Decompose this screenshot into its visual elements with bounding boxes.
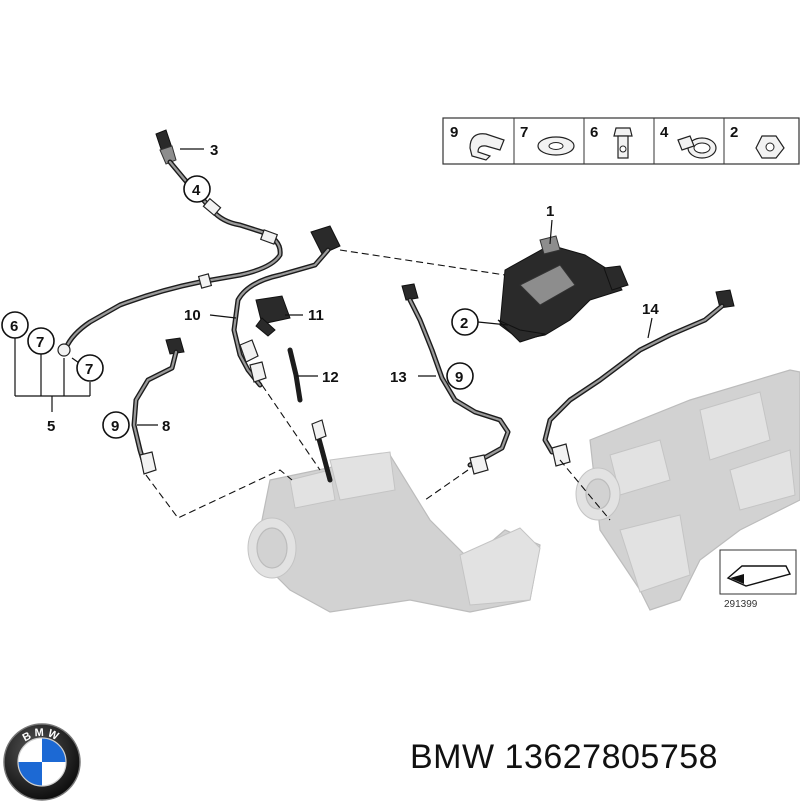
brand-part-caption: BMW 13627805758: [410, 738, 718, 777]
washer-icon: [537, 136, 575, 156]
callout-4: 4: [192, 182, 201, 199]
hex-nut-icon: [755, 135, 785, 159]
bmw-logo: BMW: [3, 723, 81, 801]
brand-name: BMW: [410, 738, 495, 776]
callout-6: 6: [10, 318, 18, 335]
pressure-pipe-assembly: [57, 129, 283, 357]
callout-circle-9a: [102, 411, 130, 439]
callout-12: 12: [322, 369, 339, 386]
intake-manifold-ghost: [575, 369, 800, 611]
callout-3: 3: [210, 142, 218, 159]
banjo-bolt-icon: [613, 127, 633, 159]
legend-label-4: 4: [660, 124, 669, 141]
callout-circle-7a: [27, 327, 55, 355]
callout-7b: 7: [85, 361, 93, 378]
image-number-box: 291399: [719, 549, 797, 610]
legend-label-7: 7: [520, 124, 528, 141]
legend-label-9: 9: [450, 124, 458, 141]
callout-circle-4: [183, 175, 211, 203]
callout-1: 1: [546, 203, 554, 220]
pressure-sensor-bracket: [497, 235, 629, 343]
callout-14: 14: [642, 301, 659, 318]
legend-label-6: 6: [590, 124, 598, 141]
callout-8: 8: [162, 418, 170, 435]
callout-circle-9b: [446, 362, 474, 390]
sensor-11-12: [255, 295, 333, 483]
legend-strip: 9 7 6 4 2: [442, 117, 800, 165]
callout-10: 10: [184, 307, 201, 324]
callout-7a: 7: [36, 334, 44, 351]
temperature-sensor-8: [131, 337, 185, 475]
leader-lines: [14, 148, 653, 426]
callout-2: 2: [460, 315, 468, 332]
part-number: 13627805758: [504, 738, 719, 776]
temperature-sensor-14: [542, 289, 735, 467]
temperature-sensor-10: [231, 225, 341, 388]
hose-clamp-icon: [677, 135, 717, 159]
image-number: 291399: [724, 599, 758, 610]
svg-text:BMW: BMW: [21, 727, 64, 745]
installation-lines: [145, 249, 611, 521]
legend-label-2: 2: [730, 124, 738, 141]
callout-circle-7b: [76, 354, 104, 382]
callouts: 3 4 1 2 10 11 12 6 7 7 5 9 8 13 9 14: [1, 142, 659, 439]
exhaust-filter-ghost: [247, 451, 541, 613]
cable-clip-icon: [469, 133, 505, 161]
callout-13: 13: [390, 369, 407, 386]
logo-lettering: BMW: [21, 727, 61, 745]
callout-circle-2: [451, 308, 479, 336]
temperature-sensor-13: [401, 283, 511, 475]
callout-11: 11: [308, 307, 324, 324]
callout-circle-6: [1, 311, 29, 339]
callout-9a: 9: [111, 418, 119, 435]
callout-5: 5: [47, 418, 55, 435]
callout-9b: 9: [455, 369, 463, 386]
